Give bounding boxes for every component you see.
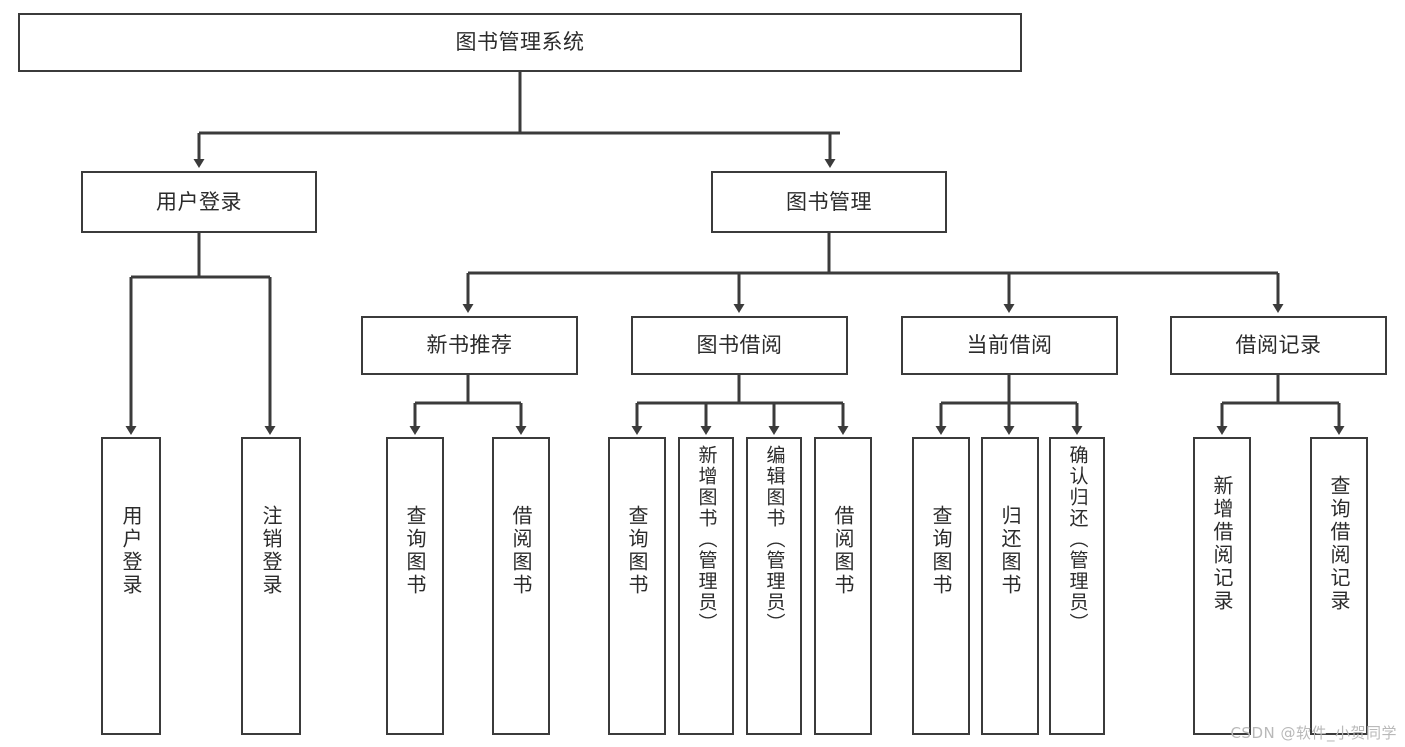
node-leaf-query-book-3[interactable]: 查询图书 — [912, 437, 970, 735]
csdn-watermark: CSDN @软件_小贺同学 — [1230, 724, 1397, 742]
node-leaf-confirm-return[interactable]: 确认归还（管理员） — [1049, 437, 1105, 735]
node-leaf-edit-book-label: 编辑图书（管理员） — [763, 445, 786, 634]
node-leaf-edit-book[interactable]: 编辑图书（管理员） — [746, 437, 802, 735]
node-leaf-borrow-book-2[interactable]: 借阅图书 — [814, 437, 872, 735]
node-book-manage[interactable]: 图书管理 — [711, 171, 947, 233]
node-current-borrow[interactable]: 当前借阅 — [901, 316, 1118, 375]
node-leaf-user-login-label: 用户登录 — [119, 505, 143, 597]
node-book-manage-label: 图书管理 — [786, 189, 872, 214]
node-leaf-query-book-2-label: 查询图书 — [625, 505, 649, 597]
node-leaf-query-book-1[interactable]: 查询图书 — [386, 437, 444, 735]
node-leaf-query-record-label: 查询借阅记录 — [1327, 475, 1351, 613]
node-leaf-borrow-book-1-label: 借阅图书 — [509, 505, 533, 597]
node-leaf-query-book-1-label: 查询图书 — [403, 505, 427, 597]
node-leaf-add-book[interactable]: 新增图书（管理员） — [678, 437, 734, 735]
node-leaf-confirm-return-label: 确认归还（管理员） — [1066, 445, 1089, 634]
node-leaf-query-book-2[interactable]: 查询图书 — [608, 437, 666, 735]
node-leaf-user-login[interactable]: 用户登录 — [101, 437, 161, 735]
node-leaf-return-book[interactable]: 归还图书 — [981, 437, 1039, 735]
node-leaf-add-record[interactable]: 新增借阅记录 — [1193, 437, 1251, 735]
node-root-label: 图书管理系统 — [455, 30, 585, 55]
node-leaf-logout[interactable]: 注销登录 — [241, 437, 301, 735]
node-root[interactable]: 图书管理系统 — [18, 13, 1022, 72]
node-leaf-add-book-label: 新增图书（管理员） — [695, 445, 718, 634]
node-book-borrow-label: 图书借阅 — [696, 333, 783, 358]
node-user-login-label: 用户登录 — [156, 189, 242, 214]
node-leaf-borrow-book-2-label: 借阅图书 — [831, 505, 855, 597]
node-leaf-borrow-book-1[interactable]: 借阅图书 — [492, 437, 550, 735]
node-borrow-record-label: 借阅记录 — [1235, 333, 1322, 358]
node-book-borrow[interactable]: 图书借阅 — [631, 316, 848, 375]
node-new-book-rec-label: 新书推荐 — [426, 333, 513, 358]
node-leaf-query-record[interactable]: 查询借阅记录 — [1310, 437, 1368, 735]
node-borrow-record[interactable]: 借阅记录 — [1170, 316, 1387, 375]
node-leaf-query-book-3-label: 查询图书 — [929, 505, 953, 597]
node-user-login[interactable]: 用户登录 — [81, 171, 317, 233]
node-leaf-return-book-label: 归还图书 — [998, 505, 1022, 597]
node-current-borrow-label: 当前借阅 — [966, 333, 1053, 358]
node-leaf-logout-label: 注销登录 — [259, 505, 283, 597]
node-leaf-add-record-label: 新增借阅记录 — [1210, 475, 1234, 613]
node-new-book-rec[interactable]: 新书推荐 — [361, 316, 578, 375]
